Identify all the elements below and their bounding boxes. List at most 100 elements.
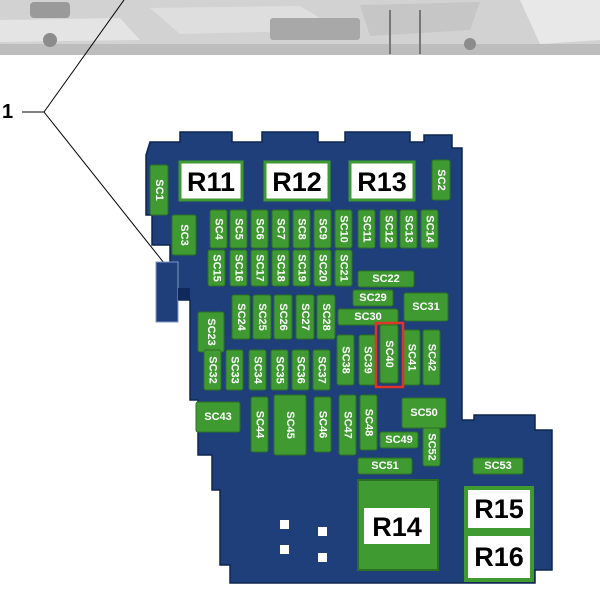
fuse-sc7[interactable]: SC7 [271, 209, 290, 249]
fuse-sc32[interactable]: SC32 [203, 349, 222, 391]
fuse-sc44-body [250, 396, 269, 453]
fuse-sc42[interactable]: SC42 [422, 329, 441, 386]
fuse-sc38[interactable]: SC38 [336, 334, 355, 386]
fuse-sc26[interactable]: SC26 [273, 294, 293, 340]
fuse-sc39[interactable]: SC39 [358, 334, 377, 386]
fuse-sc13[interactable]: SC13 [399, 209, 418, 249]
fuse-sc33[interactable]: SC33 [225, 349, 244, 391]
fuse-sc20[interactable]: SC20 [313, 249, 332, 287]
relay-r11[interactable]: R11 [178, 160, 244, 202]
side-clip [155, 261, 179, 323]
fuse-sc21[interactable]: SC21 [334, 249, 353, 287]
fuse-sc2[interactable]: SC2 [431, 159, 451, 201]
fuse-sc48[interactable]: SC48 [359, 394, 378, 451]
fuse-sc24-body [231, 294, 251, 340]
relay-r16[interactable]: R16 [464, 532, 534, 582]
fuse-sc20-body [313, 249, 332, 287]
fuse-sc29[interactable]: SC29 [352, 289, 394, 307]
fuse-sc34-label: SC34 [252, 356, 264, 384]
relay-r14[interactable]: R14 [357, 479, 439, 571]
relay-r12-label: R12 [272, 167, 322, 197]
fuse-sc51-label: SC51 [371, 460, 399, 472]
fuse-sc5-label: SC5 [233, 218, 245, 239]
fuse-sc16-body [229, 249, 248, 287]
relay-r15-label: R15 [474, 494, 524, 524]
fuse-sc40[interactable]: SC40 [379, 324, 399, 384]
fuse-sc24-label: SC24 [235, 303, 247, 331]
fuse-sc12[interactable]: SC12 [379, 209, 398, 249]
relay-r13[interactable]: R13 [348, 160, 416, 202]
fuse-sc46[interactable]: SC46 [313, 396, 332, 453]
fuse-sc25[interactable]: SC25 [252, 294, 272, 340]
fuse-sc5[interactable]: SC5 [229, 209, 248, 249]
fuse-sc16[interactable]: SC16 [229, 249, 248, 287]
fuse-sc24[interactable]: SC24 [231, 294, 251, 340]
fuse-sc15-body [207, 249, 226, 287]
fuse-sc41[interactable]: SC41 [402, 329, 421, 386]
relay-r15[interactable]: R15 [464, 486, 534, 532]
fuse-sc47-body [338, 394, 357, 456]
fuse-sc10[interactable]: SC10 [334, 209, 353, 249]
fuse-sc50-label: SC50 [410, 407, 438, 419]
fuse-sc14[interactable]: SC14 [420, 209, 439, 249]
fuse-sc14-body [420, 209, 439, 249]
fuse-sc1[interactable]: SC1 [149, 164, 169, 216]
fuse-sc17[interactable]: SC17 [250, 249, 269, 287]
fuse-sc42-body [422, 329, 441, 386]
relay-r12-body [263, 160, 331, 202]
fuse-sc8[interactable]: SC8 [292, 209, 311, 249]
fuse-sc4[interactable]: SC4 [209, 209, 228, 249]
fuse-sc52[interactable]: SC52 [422, 427, 441, 467]
fuse-sc13-body [399, 209, 418, 249]
fuse-sc6[interactable]: SC6 [250, 209, 269, 249]
fuse-sc20-label: SC20 [317, 254, 329, 282]
fuse-sc9[interactable]: SC9 [313, 209, 332, 249]
fuse-sc47[interactable]: SC47 [338, 394, 357, 456]
fuse-sc28[interactable]: SC28 [316, 294, 336, 340]
fuse-sc34[interactable]: SC34 [248, 349, 267, 391]
fuse-sc3-label: SC3 [178, 224, 190, 245]
fuse-sc43[interactable]: SC43 [195, 401, 241, 433]
fuse-sc42-label: SC42 [426, 344, 438, 372]
fuse-sc12-label: SC12 [383, 215, 395, 243]
fuse-sc35[interactable]: SC35 [270, 349, 289, 391]
fuse-sc32-label: SC32 [207, 356, 219, 384]
relay-r16-body [464, 532, 534, 582]
fuse-sc50[interactable]: SC50 [401, 397, 447, 429]
fuse-sc53[interactable]: SC53 [472, 457, 524, 475]
fuse-sc43-label: SC43 [204, 411, 232, 423]
fuse-sc36[interactable]: SC36 [291, 349, 310, 391]
fuse-sc45[interactable]: SC45 [273, 394, 307, 456]
fuse-sc46-body [313, 396, 332, 453]
fuse-sc3[interactable]: SC3 [171, 214, 197, 256]
fuse-sc17-body [250, 249, 269, 287]
fuse-sc37[interactable]: SC37 [312, 349, 331, 391]
fuse-sc23[interactable]: SC23 [197, 311, 225, 353]
fuse-sc19[interactable]: SC19 [292, 249, 311, 287]
fuse-sc49[interactable]: SC49 [379, 431, 419, 449]
fuse-sc44[interactable]: SC44 [250, 396, 269, 453]
fuse-sc38-body [336, 334, 355, 386]
fuse-sc11[interactable]: SC11 [357, 209, 376, 249]
fuse-sc51-body [357, 457, 413, 475]
fuse-sc18[interactable]: SC18 [271, 249, 290, 287]
fuse-sc22[interactable]: SC22 [357, 270, 415, 288]
fuse-sc36-label: SC36 [295, 356, 307, 384]
fuse-sc31-body [403, 292, 449, 322]
fuse-sc9-label: SC9 [317, 218, 329, 239]
fuse-sc30[interactable]: SC30 [337, 308, 399, 326]
fuse-sc9-body [313, 209, 332, 249]
fuse-sc32-body [203, 349, 222, 391]
relay-r15-body [464, 486, 534, 532]
fuse-sc51[interactable]: SC51 [357, 457, 413, 475]
fuse-sc6-body [250, 209, 269, 249]
fuse-sc38-label: SC38 [340, 346, 352, 374]
fuse-sc18-body [271, 249, 290, 287]
fuse-sc6-label: SC6 [254, 218, 266, 239]
fuse-sc4-label: SC4 [213, 218, 225, 240]
fuse-sc15[interactable]: SC15 [207, 249, 226, 287]
relay-r12[interactable]: R12 [263, 160, 331, 202]
fuse-sc27[interactable]: SC27 [295, 294, 315, 340]
fuse-sc31[interactable]: SC31 [403, 292, 449, 322]
